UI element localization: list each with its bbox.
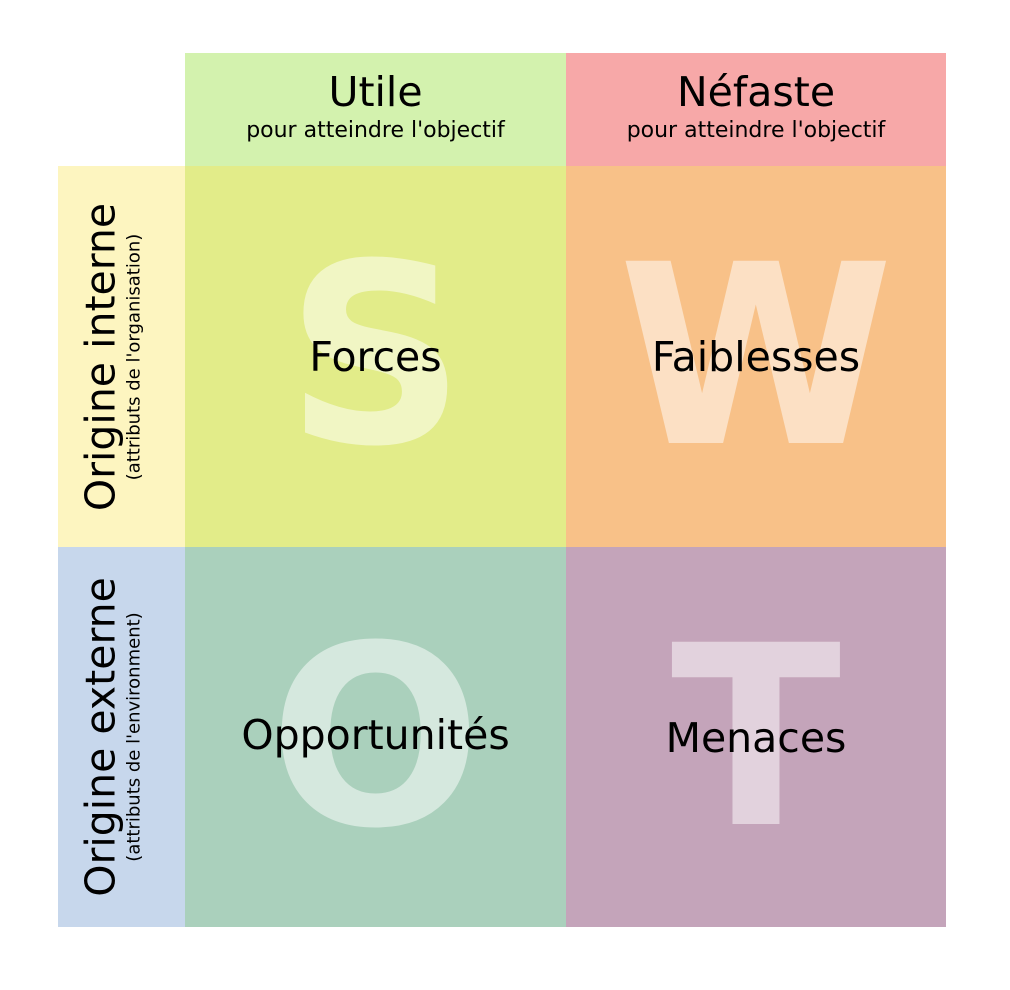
harmful-title: Néfaste <box>676 68 836 116</box>
external-origin-subtitle: (attributs de l'environment) <box>123 612 144 862</box>
strengths-label: Forces <box>309 333 442 381</box>
threats-label: Menaces <box>665 714 847 762</box>
internal-origin-title: Origine interne <box>76 202 124 511</box>
external-origin-title: Origine externe <box>76 577 124 897</box>
opportunities-quadrant: O Opportunités <box>185 547 566 927</box>
harmful-subtitle: pour atteindre l'objectif <box>626 118 886 143</box>
threats-quadrant: T Menaces <box>566 547 946 927</box>
weaknesses-letter-watermark: W <box>618 211 894 502</box>
helpful-subtitle: pour atteindre l'objectif <box>246 118 505 143</box>
threats-letter-watermark: T <box>670 592 842 883</box>
opportunities-letter-watermark: O <box>269 592 482 883</box>
strengths-quadrant: S Forces <box>185 166 566 547</box>
external-origin-row-header: Origine externe (attributs de l'environm… <box>58 547 185 927</box>
helpful-column-header: Utile pour atteindre l'objectif <box>185 53 566 166</box>
internal-origin-subtitle: (attributs de l'organisation) <box>123 233 144 480</box>
harmful-column-header: Néfaste pour atteindre l'objectif <box>566 53 946 166</box>
weaknesses-quadrant: W Faiblesses <box>566 166 946 547</box>
opportunities-label: Opportunités <box>241 711 510 759</box>
strengths-letter-watermark: S <box>285 210 466 501</box>
helpful-title: Utile <box>328 68 423 116</box>
weaknesses-label: Faiblesses <box>651 333 861 381</box>
internal-origin-row-header: Origine interne (attributs de l'organisa… <box>58 166 185 547</box>
